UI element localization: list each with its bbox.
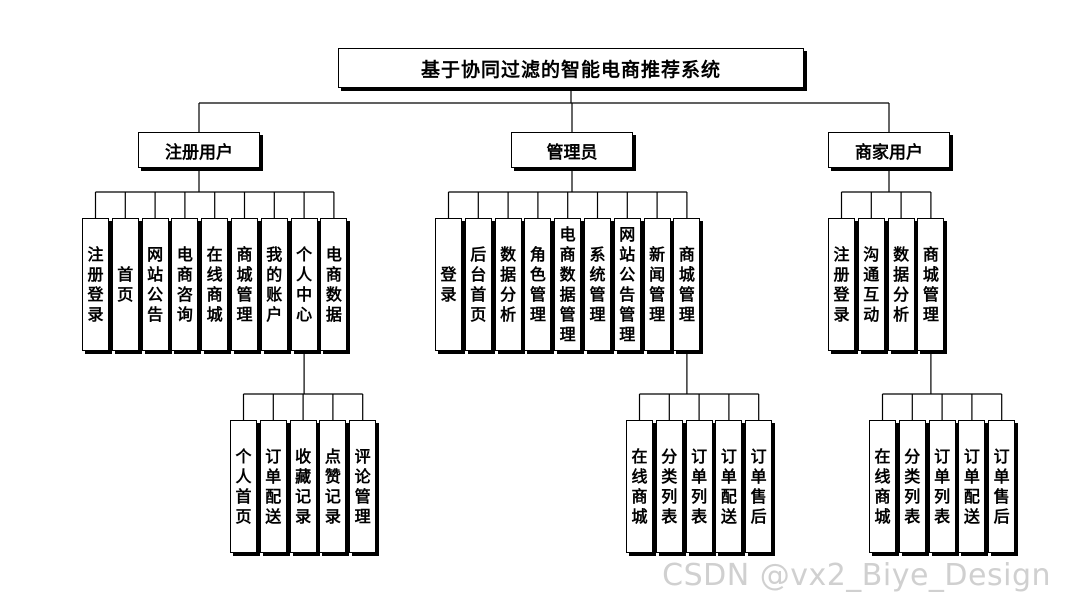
role-0-module-4-label: 在线商城 [206, 244, 223, 324]
role-1-module-4-label: 电商数据管理 [559, 224, 576, 344]
role-2-child-0: 在线商城 [869, 420, 896, 553]
role-1-module-1: 后台首页 [464, 218, 492, 351]
role-1-module-4: 电商数据管理 [554, 218, 582, 351]
role-2-header-label: 商家用户 [855, 142, 923, 163]
role-2-child-1-label: 分类列表 [904, 446, 921, 526]
role-1-module-8: 商城管理 [673, 218, 701, 351]
role-2-child-1: 分类列表 [898, 420, 926, 553]
role-2-module-3-label: 商城管理 [922, 244, 939, 324]
role-0-child-0: 个人首页 [230, 420, 257, 553]
role-0-module-3: 电商咨询 [171, 218, 199, 351]
role-0-module-1-label: 首页 [117, 264, 134, 304]
role-1-module-3: 角色管理 [524, 218, 552, 351]
role-1-child-3-label: 订单配送 [720, 446, 737, 526]
role-1-module-7: 新闻管理 [643, 218, 671, 351]
role-0-header: 注册用户 [138, 132, 260, 168]
role-2-child-0-label: 在线商城 [874, 446, 891, 526]
role-0-module-0-label: 注册登录 [87, 244, 104, 324]
role-1-module-6: 网站公告管理 [613, 218, 641, 351]
role-0-module-8-label: 电商数据 [325, 244, 342, 324]
role-1-module-0: 登录 [435, 218, 462, 351]
role-0-module-5: 商城管理 [231, 218, 258, 351]
role-0-module-2: 网站公告 [141, 218, 169, 351]
role-1-module-2: 数据分析 [494, 218, 522, 351]
role-2-child-2: 订单列表 [928, 420, 956, 553]
role-2-child-3-label: 订单配送 [963, 446, 980, 526]
role-0-child-1: 订单配送 [259, 420, 287, 553]
role-0-module-2-label: 网站公告 [147, 244, 164, 324]
role-0-module-7-label: 个人中心 [296, 244, 313, 324]
role-2-module-1-label: 沟通互动 [863, 244, 880, 324]
role-1-module-5: 系统管理 [584, 218, 611, 351]
role-1-child-0: 在线商城 [626, 420, 653, 553]
role-0-module-3-label: 电商咨询 [176, 244, 193, 324]
role-0-module-6-label: 我的账户 [266, 244, 283, 324]
role-1-child-4: 订单售后 [745, 420, 773, 553]
role-0-child-3: 点赞记录 [319, 420, 347, 553]
role-0-child-3-label: 点赞记录 [324, 446, 341, 526]
role-2-child-4: 订单售后 [988, 420, 1016, 553]
role-1-module-2-label: 数据分析 [500, 244, 517, 324]
role-1-child-0-label: 在线商城 [631, 446, 648, 526]
system-title-box: 基于协同过滤的智能电商推荐系统 [338, 48, 804, 88]
role-1-child-3: 订单配送 [715, 420, 743, 553]
role-0-module-4: 在线商城 [201, 218, 229, 351]
role-0-module-5-label: 商城管理 [236, 244, 253, 324]
role-0-module-0: 注册登录 [82, 218, 109, 351]
role-2-child-2-label: 订单列表 [934, 446, 951, 526]
role-0-module-8: 电商数据 [320, 218, 348, 351]
role-1-child-2: 订单列表 [685, 420, 713, 553]
role-1-header: 管理员 [511, 132, 633, 168]
role-2-module-3: 商城管理 [917, 218, 945, 351]
role-2-module-0-label: 注册登录 [833, 244, 850, 324]
role-0-child-2: 收藏记录 [289, 420, 317, 553]
role-1-child-1-label: 分类列表 [661, 446, 678, 526]
role-1-module-1-label: 后台首页 [470, 244, 487, 324]
role-1-module-8-label: 商城管理 [678, 244, 695, 324]
role-1-child-2-label: 订单列表 [691, 446, 708, 526]
role-2-module-1: 沟通互动 [857, 218, 885, 351]
role-1-child-4-label: 订单售后 [750, 446, 767, 526]
role-0-child-2-label: 收藏记录 [295, 446, 312, 526]
role-1-module-7-label: 新闻管理 [649, 244, 666, 324]
role-2-module-2: 数据分析 [887, 218, 915, 351]
role-1-child-1: 分类列表 [655, 420, 683, 553]
role-0-child-4-label: 评论管理 [354, 446, 371, 526]
role-2-header: 商家用户 [828, 132, 950, 168]
role-0-module-1: 首页 [111, 218, 139, 351]
role-0-child-0-label: 个人首页 [235, 446, 252, 526]
watermark: CSDN @vx2_Biye_Design [662, 558, 1051, 593]
role-2-child-3: 订单配送 [958, 420, 986, 553]
role-2-child-4-label: 订单售后 [993, 446, 1010, 526]
role-1-module-3-label: 角色管理 [529, 244, 546, 324]
role-1-module-0-label: 登录 [440, 264, 457, 304]
role-0-header-label: 注册用户 [165, 142, 233, 163]
role-0-module-7: 个人中心 [290, 218, 318, 351]
role-1-module-6-label: 网站公告管理 [619, 224, 636, 344]
system-title: 基于协同过滤的智能电商推荐系统 [420, 58, 721, 81]
role-2-module-0: 注册登录 [828, 218, 855, 351]
role-1-module-5-label: 系统管理 [589, 244, 606, 324]
role-2-module-2-label: 数据分析 [893, 244, 910, 324]
role-0-module-6: 我的账户 [260, 218, 288, 351]
role-1-header-label: 管理员 [546, 142, 598, 163]
role-0-child-1-label: 订单配送 [265, 446, 282, 526]
role-0-child-4: 评论管理 [349, 420, 377, 553]
